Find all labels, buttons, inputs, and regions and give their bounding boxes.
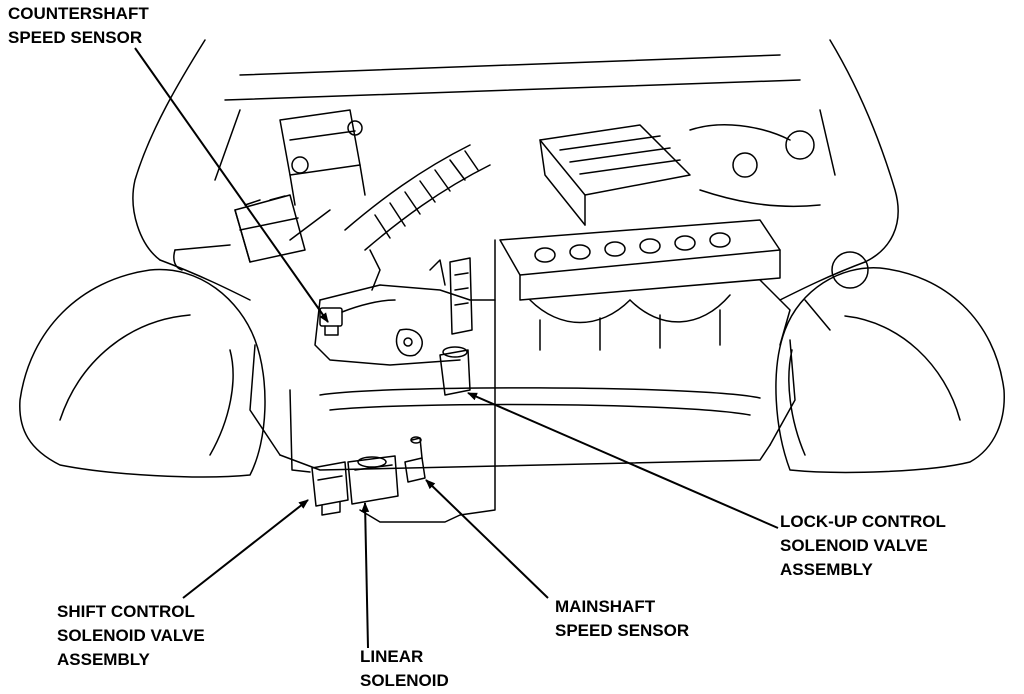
transmission-case [289,239,496,523]
countershaft-speed-sensor-part [319,299,396,336]
left-accessories [173,120,381,291]
left-headlight [19,268,266,478]
linear-solenoid-label: LINEAR SOLENOID [360,647,449,690]
car-body-outline [132,39,899,301]
valve-cover [499,219,781,351]
relay-box [279,109,366,206]
leader-linear-solenoid [361,502,370,649]
battery [234,194,306,263]
right-headlight [775,267,1005,474]
leader-mainshaft-speed-sensor [425,479,549,599]
countershaft-speed-sensor-label: COUNTERSHAFT SPEED SENSOR [8,4,149,47]
shift-control-solenoid-label: SHIFT CONTROL SOLENOID VALVE ASSEMBLY [57,602,205,669]
intake-duct [344,144,491,251]
lockup-solenoid-part [429,257,473,396]
radiator-support [249,339,796,471]
leader-countershaft-speed-sensor [134,47,329,323]
air-cleaner [539,124,691,226]
leader-lockup-control-solenoid [467,392,779,529]
lockup-control-solenoid-label: LOCK-UP CONTROL SOLENOID VALVE ASSEMBLY [780,512,946,579]
engine-accessories [689,124,869,346]
mainshaft-speed-sensor-label: MAINSHAFT SPEED SENSOR [555,597,690,640]
mainshaft-speed-sensor-part [404,436,426,483]
leader-shift-control-solenoid [182,499,309,599]
linear-solenoid-part [347,455,399,505]
shift-solenoid-part [311,461,349,516]
